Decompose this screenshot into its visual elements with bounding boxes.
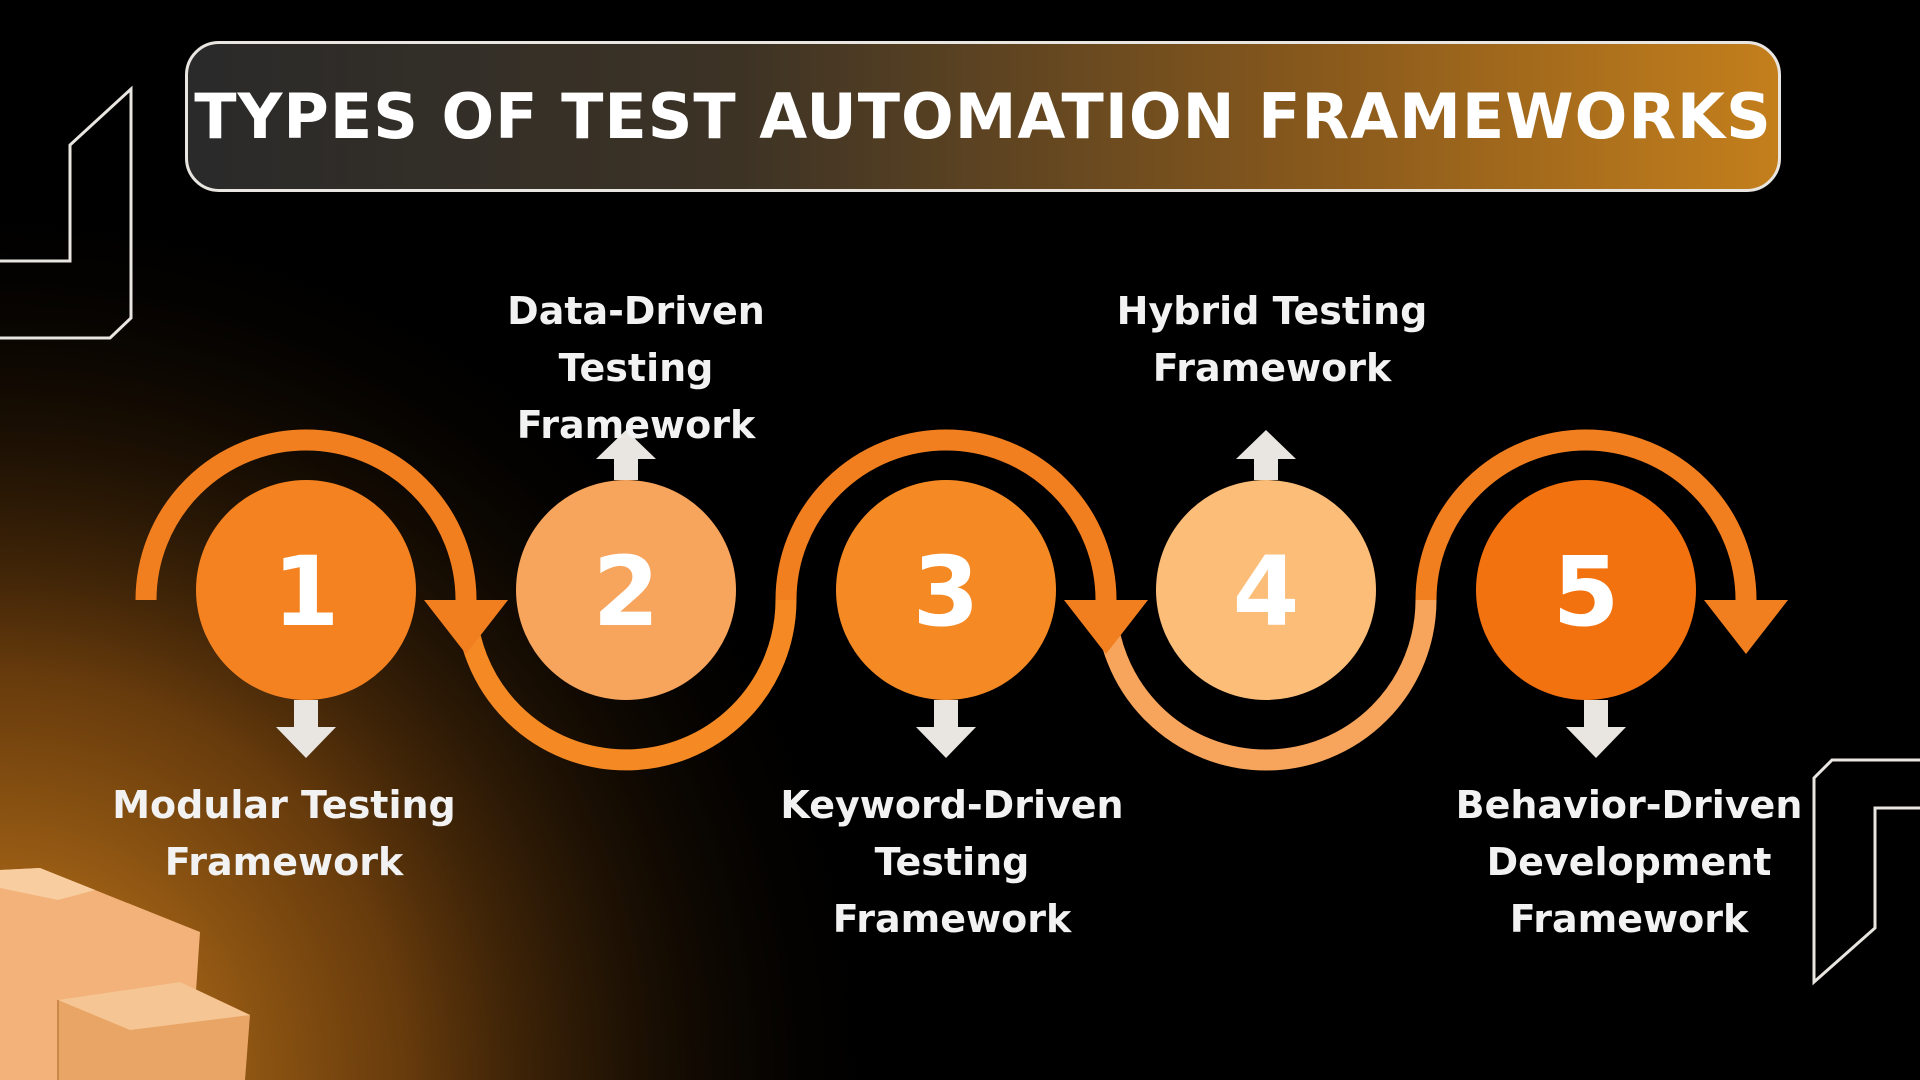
step-label-5: Behavior-Driven Development Framework [1419,777,1839,948]
flow-arrowhead-3 [1704,600,1788,654]
flow-arrowhead-1 [424,600,508,654]
arrow-down-icon [276,700,336,758]
arrow-down-icon [916,700,976,758]
step-label-4: Hybrid Testing Framework [1062,283,1482,397]
step-label-line: Keyword-Driven [780,783,1124,827]
step-label-line: Testing [874,840,1030,884]
box-decoration [0,868,250,1080]
step-label-line: Framework [516,403,756,447]
step-label-1: Modular Testing Framework [74,777,494,891]
step-label-3: Keyword-Driven Testing Framework [742,777,1162,948]
step-circle-3: 3 [836,480,1056,700]
step-number-1: 1 [273,536,340,648]
step-label-line: Framework [1509,897,1749,941]
step-label-line: Behavior-Driven [1455,783,1803,827]
step-label-line: Data-Driven Testing [507,289,765,390]
title-banner: TYPES OF TEST AUTOMATION FRAMEWORKS [185,41,1781,192]
wave-connector [135,429,1757,771]
step-circle-1: 1 [196,480,416,700]
step-number-5: 5 [1553,536,1620,648]
step-label-line: Framework [832,897,1072,941]
wave-arc-4 [1095,599,1437,771]
wave-arc-1 [135,429,477,601]
arrow-down-icon [1566,700,1626,758]
step-number-3: 3 [913,536,980,648]
wave-arc-2 [455,599,797,771]
step-label-line: Development [1486,840,1772,884]
step-label-2: Data-Driven Testing Framework [426,283,846,454]
flow-arrowhead-2 [1064,600,1148,654]
arrow-up-icon [596,430,656,480]
wave-arc-5 [1415,429,1757,601]
pointer-arrows [276,430,1626,758]
corner-bracket-bottom-right [1812,758,1920,986]
flow-arrowheads [424,600,1788,654]
step-label-line: Framework [1152,346,1392,390]
step-number-4: 4 [1233,536,1300,648]
step-number-2: 2 [593,536,660,648]
page-title: TYPES OF TEST AUTOMATION FRAMEWORKS [194,80,1772,153]
step-label-line: Hybrid Testing [1116,289,1428,333]
corner-bracket-top-left [0,85,133,340]
wave-arc-3 [775,429,1117,601]
step-label-line: Modular Testing [112,783,456,827]
arrow-up-icon [1236,430,1296,480]
step-label-line: Framework [164,840,404,884]
step-circle-2: 2 [516,480,736,700]
step-circle-5: 5 [1476,480,1696,700]
step-circle-4: 4 [1156,480,1376,700]
